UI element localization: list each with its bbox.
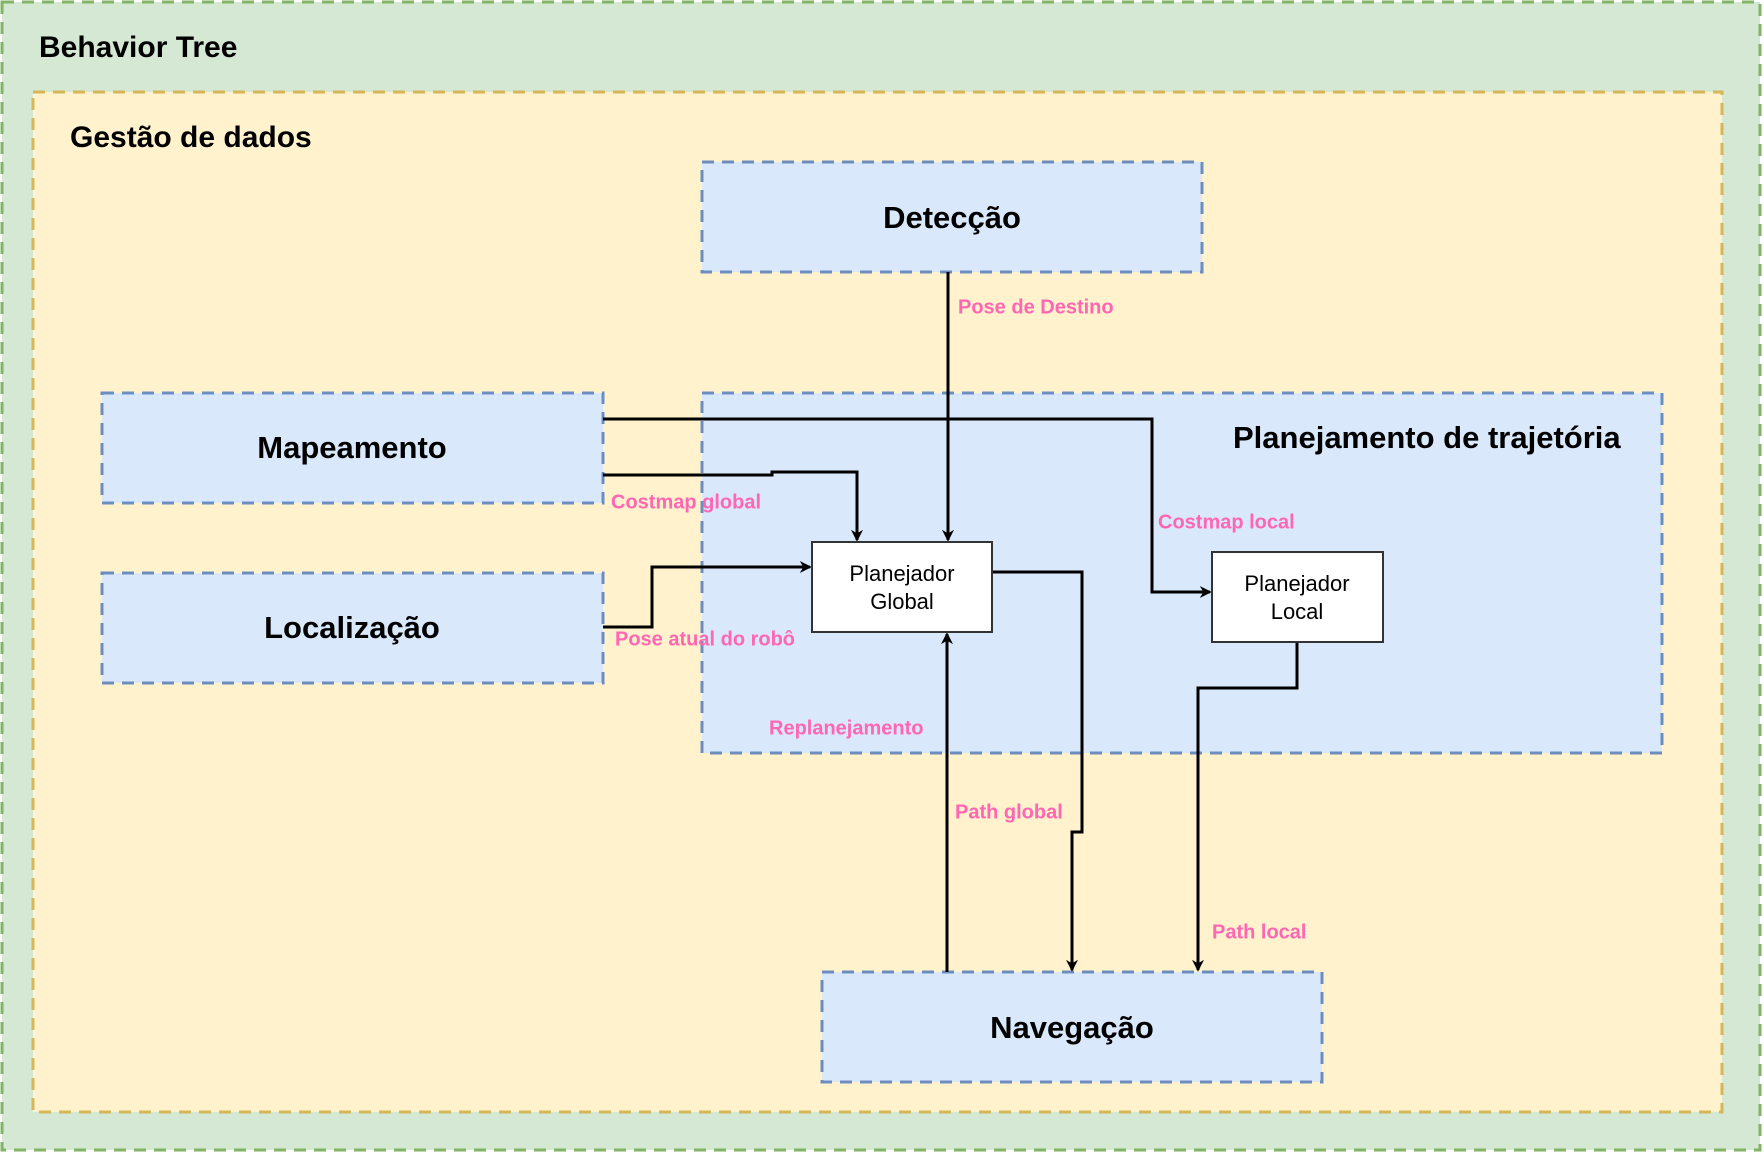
global-planner-label: Planejador Global: [849, 560, 954, 616]
edge-global-path: [992, 570, 1084, 972]
navigation-title: Navegação: [990, 1010, 1154, 1045]
global-planner-line2: Global: [870, 589, 934, 614]
mapping-title: Mapeamento: [257, 430, 447, 465]
localization-title: Localização: [264, 610, 440, 645]
local-planner-line1: Planejador: [1244, 571, 1350, 596]
detection-module[interactable]: [700, 160, 1204, 274]
detection-title: Detecção: [883, 200, 1021, 235]
edge-local-path: [1192, 642, 1299, 972]
mapping-module[interactable]: [100, 391, 605, 505]
local-planner-line2: Local: [1270, 599, 1324, 624]
global-planner-line1: Planejador: [849, 561, 955, 586]
edge-label-costmap-global: Costmap global: [611, 491, 762, 514]
edge-label-local-path: Path local: [1212, 921, 1307, 944]
edge-label-current-pose: Pose atual do robô: [615, 628, 796, 651]
data-management-title: Gestão de dados: [70, 121, 312, 154]
edge-current-pose: [603, 561, 812, 629]
global-planner-node[interactable]: [811, 541, 993, 633]
edge-costmap-global: [603, 470, 863, 542]
behavior-tree-title: Behavior Tree: [39, 31, 238, 64]
localization-module[interactable]: [100, 571, 605, 685]
local-planner-node[interactable]: [1211, 551, 1384, 643]
edge-label-goal-pose: Pose de Destino: [958, 296, 1114, 319]
edge-label-costmap-local: Costmap local: [1158, 511, 1295, 534]
navigation-module[interactable]: [820, 970, 1324, 1084]
path-planning-title: Planejamento de trajetória: [1233, 420, 1621, 455]
edge-label-global-path: Path global: [955, 801, 1063, 824]
local-planner-label: Planejador Local: [1244, 570, 1349, 626]
edge-costmap-local: [603, 417, 1212, 598]
edge-label-replanning: Replanejamento: [769, 717, 924, 740]
